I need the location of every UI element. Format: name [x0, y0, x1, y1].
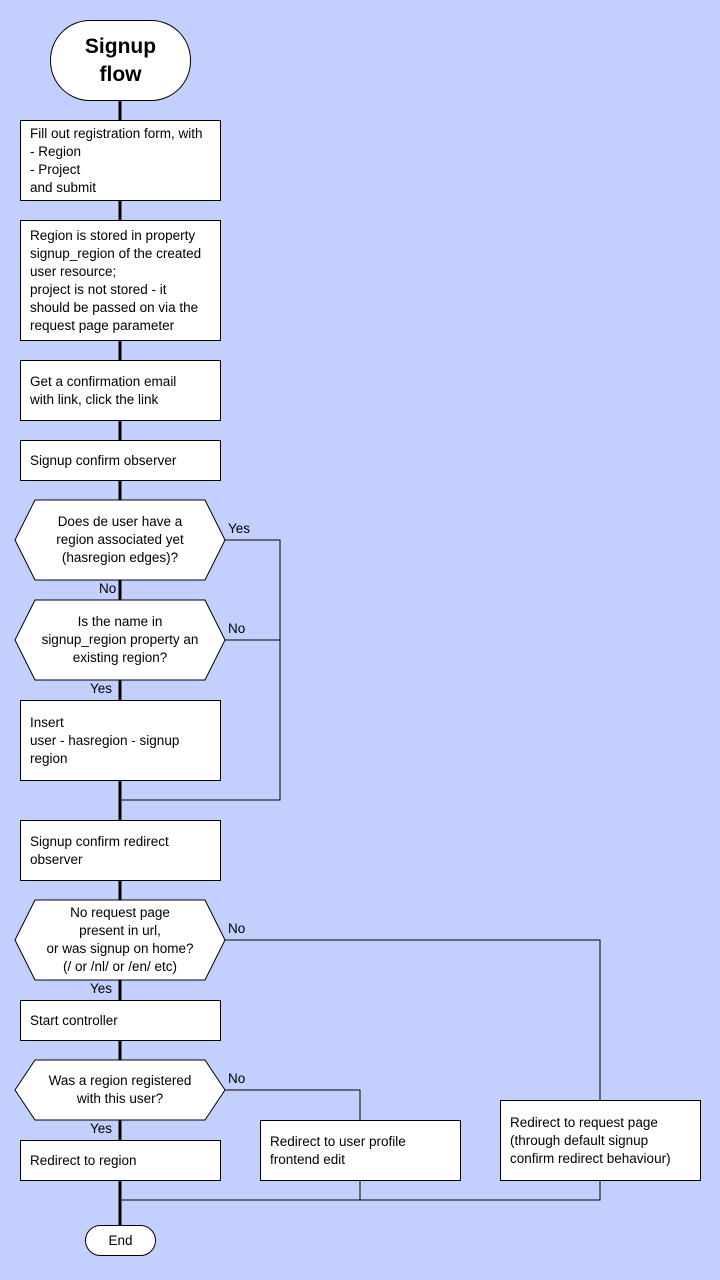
edge-d1-yes: [120, 539, 281, 801]
step-confirm-observer: Signup confirm observer: [20, 440, 221, 481]
step-redirect-request: Redirect to request page (through defaul…: [500, 1100, 701, 1181]
end-label: End: [108, 1233, 133, 1248]
edge-d3-no: [225, 939, 601, 1100]
step-insert: Insert user - hasregion - signup region: [20, 700, 221, 781]
step-region-stored: Region is stored in property signup_regi…: [20, 220, 221, 341]
step-redirect-observer: Signup confirm redirect observer: [20, 820, 221, 881]
step-redirect-profile-text: Redirect to user profile frontend edit: [270, 1133, 406, 1167]
label-d1-no: No: [99, 581, 117, 596]
step-region-stored-text: Region is stored in property signup_regi…: [30, 227, 202, 333]
step-confirm-email: Get a confirmation email with link, clic…: [20, 360, 221, 421]
decision-no-request-text: No request page present in url, or was s…: [46, 905, 194, 974]
step-start-controller-text: Start controller: [30, 1012, 118, 1028]
step-redirect-profile: Redirect to user profile frontend edit: [260, 1120, 461, 1181]
decision-has-region-text: Does de user have a region associated ye…: [56, 514, 184, 565]
step-insert-text: Insert user - hasregion - signup region: [30, 714, 180, 766]
decision-name-exists-text: Is the name in signup_region property an…: [41, 614, 199, 665]
step-fill-form-text: Fill out registration form, with - Regio…: [30, 125, 203, 195]
label-d4-yes: Yes: [90, 1121, 113, 1136]
label-d4-no: No: [228, 1071, 246, 1086]
step-fill-form: Fill out registration form, with - Regio…: [20, 120, 221, 201]
decision-has-region: Does de user have a region associated ye…: [35, 500, 205, 580]
start-label: Signup flow: [84, 34, 157, 86]
label-d3-no: No: [228, 921, 246, 936]
step-redirect-region: Redirect to region: [20, 1140, 221, 1181]
decision-has-region-shape: [14, 499, 226, 581]
decision-region-registered-text: Was a region registered with this user?: [48, 1073, 192, 1106]
decision-no-request: No request page present in url, or was s…: [35, 900, 205, 980]
decision-no-request-shape: [14, 899, 226, 981]
decision-region-registered-shape: [14, 1059, 226, 1121]
decision-name-exists: Is the name in signup_region property an…: [35, 600, 205, 680]
label-d1-yes: Yes: [228, 521, 251, 536]
edge-request-end: [120, 1180, 601, 1201]
step-confirm-email-text: Get a confirmation email with link, clic…: [30, 373, 177, 407]
label-d2-no: No: [228, 621, 246, 636]
step-confirm-observer-text: Signup confirm observer: [30, 452, 177, 468]
decision-region-registered: Was a region registered with this user?: [35, 1060, 205, 1120]
end-terminal: End: [85, 1225, 156, 1256]
step-redirect-observer-text: Signup confirm redirect observer: [30, 833, 169, 867]
label-d3-yes: Yes: [90, 981, 113, 996]
step-start-controller: Start controller: [20, 1000, 221, 1041]
step-redirect-region-text: Redirect to region: [30, 1152, 137, 1168]
label-d2-yes: Yes: [90, 681, 113, 696]
step-redirect-request-text: Redirect to request page (through defaul…: [510, 1114, 671, 1166]
decision-name-exists-shape: [14, 599, 226, 681]
start-terminal: Signup flow: [50, 20, 191, 101]
edge-d4-no: [225, 1089, 361, 1120]
